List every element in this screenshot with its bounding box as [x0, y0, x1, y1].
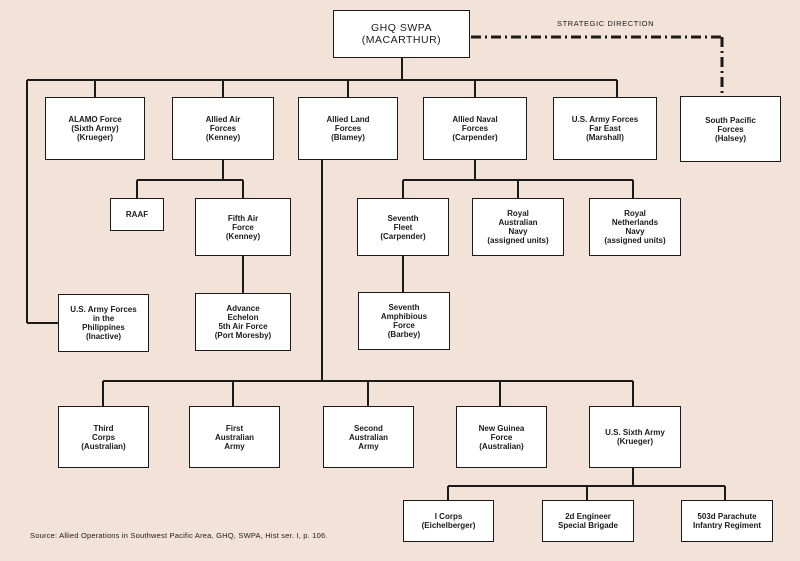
box-line: Force: [232, 222, 254, 232]
box-line: 2d Engineer: [565, 512, 611, 521]
box-line: New Guinea: [478, 423, 525, 433]
box-line: Australian: [498, 218, 538, 227]
box-line: (Blamey): [331, 133, 365, 142]
strategic-direction-label: STRATEGIC DIRECTION: [557, 19, 655, 28]
box-line: (Krueger): [616, 437, 653, 446]
box-line: (Sixth Army): [71, 124, 119, 133]
box-line: Second: [354, 423, 383, 433]
box-line: Force: [393, 321, 415, 330]
box-line: Advance: [226, 304, 260, 313]
ghq-swpa-box: GHQ SWPA(MACARTHUR): [333, 10, 470, 58]
box-line: ALAMO Force: [68, 115, 122, 124]
box-line: (assigned units): [487, 236, 549, 245]
box-line: Far East: [589, 124, 621, 133]
box-line: Navy: [625, 227, 645, 236]
box-line: U.S. Army Forces: [571, 115, 639, 124]
box-line: Netherlands: [611, 218, 659, 227]
box-line: Seventh: [387, 213, 419, 223]
box-line: GHQ SWPA: [371, 22, 432, 34]
raaf-box: RAAF: [110, 198, 164, 231]
box-line: Army: [358, 441, 379, 451]
box-line: Fleet: [393, 222, 413, 232]
box-line: Royal: [507, 209, 529, 218]
box-line: Army: [224, 441, 245, 451]
box-line: (Australian): [81, 441, 126, 451]
box-line: U.S. Sixth Army: [605, 428, 665, 437]
box-line: Echelon: [227, 313, 259, 322]
box-line: (Kenney): [205, 133, 241, 142]
box-line: I Corps: [434, 512, 463, 521]
box-line: Australian: [348, 432, 389, 442]
box-line: (assigned units): [604, 236, 666, 245]
alamo-force-box: ALAMO Force(Sixth Army)(Krueger): [45, 97, 145, 160]
box-line: (Marshall): [586, 133, 624, 142]
box-line: Force: [490, 432, 513, 442]
box-line: Special Brigade: [557, 521, 619, 530]
box-line: in the: [92, 314, 115, 323]
box-line: Royal: [624, 209, 646, 218]
source-note: Source: Allied Operations in Southwest P…: [30, 531, 328, 540]
box-line: Allied Air: [205, 115, 241, 124]
box-line: Infantry Regiment: [692, 521, 761, 530]
box-line: 503d Parachute: [697, 512, 757, 521]
i-corps-box: I Corps(Eichelberger): [403, 500, 494, 542]
box-line: (Carpender): [380, 231, 426, 241]
box-line: (Krueger): [76, 133, 113, 142]
box-line: Australian: [214, 432, 255, 442]
box-line: (Eichelberger): [421, 521, 476, 530]
box-line: (MACARTHUR): [361, 34, 442, 46]
box-line: Navy: [508, 227, 528, 236]
box-line: Allied Land: [326, 115, 370, 124]
box-line: (Port Moresby): [214, 331, 272, 340]
box-line: Amphibious: [380, 312, 428, 321]
box-line: 5th Air Force: [218, 322, 268, 331]
box-line: Fifth Air: [227, 213, 259, 223]
box-line: Allied Naval: [452, 115, 498, 124]
box-line: Third: [93, 423, 114, 433]
box-line: Forces: [461, 124, 489, 133]
box-line: South Pacific: [705, 115, 756, 125]
box-line: Philippines: [82, 323, 125, 332]
box-line: (Australian): [479, 441, 524, 451]
box-line: Forces: [209, 124, 237, 133]
box-line: Forces: [334, 124, 362, 133]
box-line: (Barbey): [387, 330, 421, 339]
box-line: First: [225, 423, 244, 433]
box-line: (Kenney): [225, 231, 261, 241]
box-line: U.S. Army Forces: [70, 305, 137, 314]
box-line: (Inactive): [85, 332, 122, 341]
box-line: (Halsey): [714, 133, 747, 143]
box-line: (Carpender): [452, 133, 498, 142]
us-sixth-army-box: U.S. Sixth Army(Krueger): [589, 406, 681, 468]
box-line: Corps: [91, 432, 116, 442]
box-line: RAAF: [125, 210, 149, 219]
box-line: Forces: [717, 124, 744, 134]
box-line: Seventh: [388, 303, 420, 312]
